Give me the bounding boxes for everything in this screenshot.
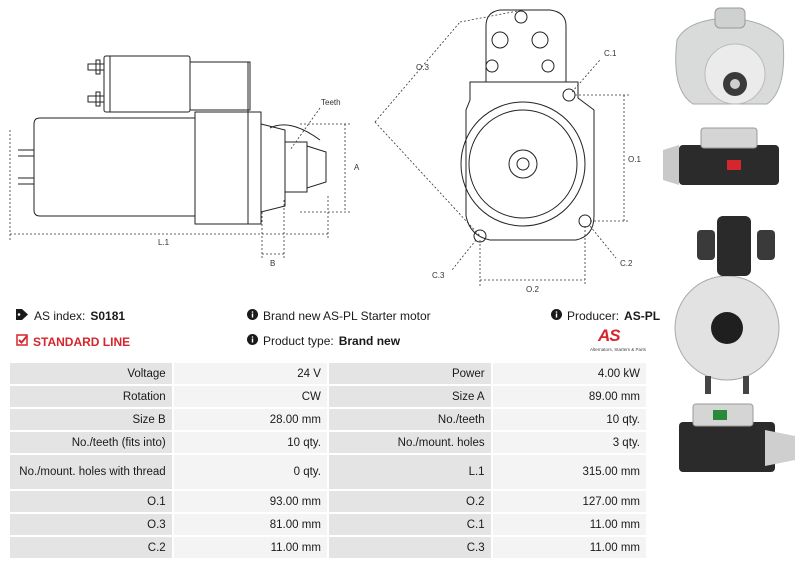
label-teeth: Teeth [321, 98, 341, 107]
photo-front-view [675, 7, 785, 105]
spec-label: No./teeth [328, 409, 491, 430]
photo-side-view-top [663, 127, 779, 185]
side-view-drawing [18, 55, 327, 225]
spec-value: 11.00 mm [492, 514, 646, 535]
producer-value: AS-PL [624, 309, 661, 323]
as-pl-logo: AS Alternators, Starters & Parts [590, 326, 652, 356]
tag-icon [16, 309, 29, 323]
info-icon [247, 334, 258, 348]
spec-value: CW [173, 386, 327, 407]
spec-value: 11.00 mm [492, 537, 646, 558]
brand-new-info: Brand new AS-PL Starter motor [247, 309, 431, 323]
spec-label: No./mount. holes with thread [10, 455, 172, 489]
logo-text: AS [598, 326, 621, 345]
spec-label: No./mount. holes [328, 432, 491, 453]
label-c1: C.1 [604, 49, 617, 58]
spec-value: 10 qty. [492, 409, 646, 430]
spec-value: 3 qty. [492, 432, 646, 453]
standard-line: STANDARD LINE [16, 334, 130, 349]
label-c3: C.3 [432, 271, 445, 280]
label-b: B [270, 259, 275, 268]
spec-label: L.1 [328, 455, 491, 489]
front-dimension-lines [374, 9, 630, 286]
spec-value: 127.00 mm [492, 491, 646, 512]
spec-label: O.1 [10, 491, 172, 512]
label-l1: L.1 [158, 238, 170, 247]
product-photos [663, 7, 795, 472]
label-c2: C.2 [620, 259, 633, 268]
checkbox-icon [16, 334, 28, 349]
product-type: Product type: Brand new [247, 334, 400, 348]
spec-label: C.2 [10, 537, 172, 558]
label-o3: O.3 [416, 63, 429, 72]
spec-value: 10 qty. [173, 432, 327, 453]
spec-value: 89.00 mm [492, 386, 646, 407]
spec-label: Size B [10, 409, 172, 430]
spec-value: 11.00 mm [173, 537, 327, 558]
dimension-lines [9, 107, 350, 260]
photo-rear-view [674, 216, 780, 394]
spec-label: Size A [328, 386, 491, 407]
label-o1: O.1 [628, 155, 641, 164]
spec-label: Rotation [10, 386, 172, 407]
spec-label: C.3 [328, 537, 491, 558]
spec-value: 4.00 kW [492, 363, 646, 384]
label-o2: O.2 [526, 285, 539, 294]
as-index-value: S0181 [90, 309, 126, 323]
spec-value: 315.00 mm [492, 455, 646, 489]
spec-value: 0 qty. [173, 455, 327, 489]
technical-drawing: L.1 B A Teeth O.3 O.1 O.2 C.1 C.2 C.3 [9, 9, 641, 294]
spec-value: 81.00 mm [173, 514, 327, 535]
spec-value: 24 V [173, 363, 327, 384]
spec-label: No./teeth (fits into) [10, 432, 172, 453]
info-icon [551, 309, 562, 323]
front-view-drawing [460, 9, 595, 243]
standard-line-text: STANDARD LINE [33, 334, 131, 349]
info-icon [247, 309, 258, 323]
table-row: No./teeth (fits into)10 qty.No./mount. h… [10, 432, 646, 453]
spec-label: C.1 [328, 514, 491, 535]
producer: Producer: AS-PL [551, 309, 660, 323]
label-a: A [354, 163, 360, 172]
product-type-value: Brand new [338, 334, 401, 348]
spec-label: Voltage [10, 363, 172, 384]
producer-label: Producer: [567, 309, 620, 323]
spec-value: 93.00 mm [173, 491, 327, 512]
logo-subtitle: Alternators, Starters & Parts [590, 347, 647, 352]
as-index-label: AS index: [34, 309, 86, 323]
brand-new-text: Brand new AS-PL Starter motor [263, 309, 431, 323]
as-index: AS index: S0181 [16, 309, 125, 323]
product-type-label: Product type: [263, 334, 334, 348]
photo-side-view-bottom [679, 403, 795, 472]
spec-label: O.3 [10, 514, 172, 535]
spec-label: Power [328, 363, 491, 384]
spec-value: 28.00 mm [173, 409, 327, 430]
spec-label: O.2 [328, 491, 491, 512]
